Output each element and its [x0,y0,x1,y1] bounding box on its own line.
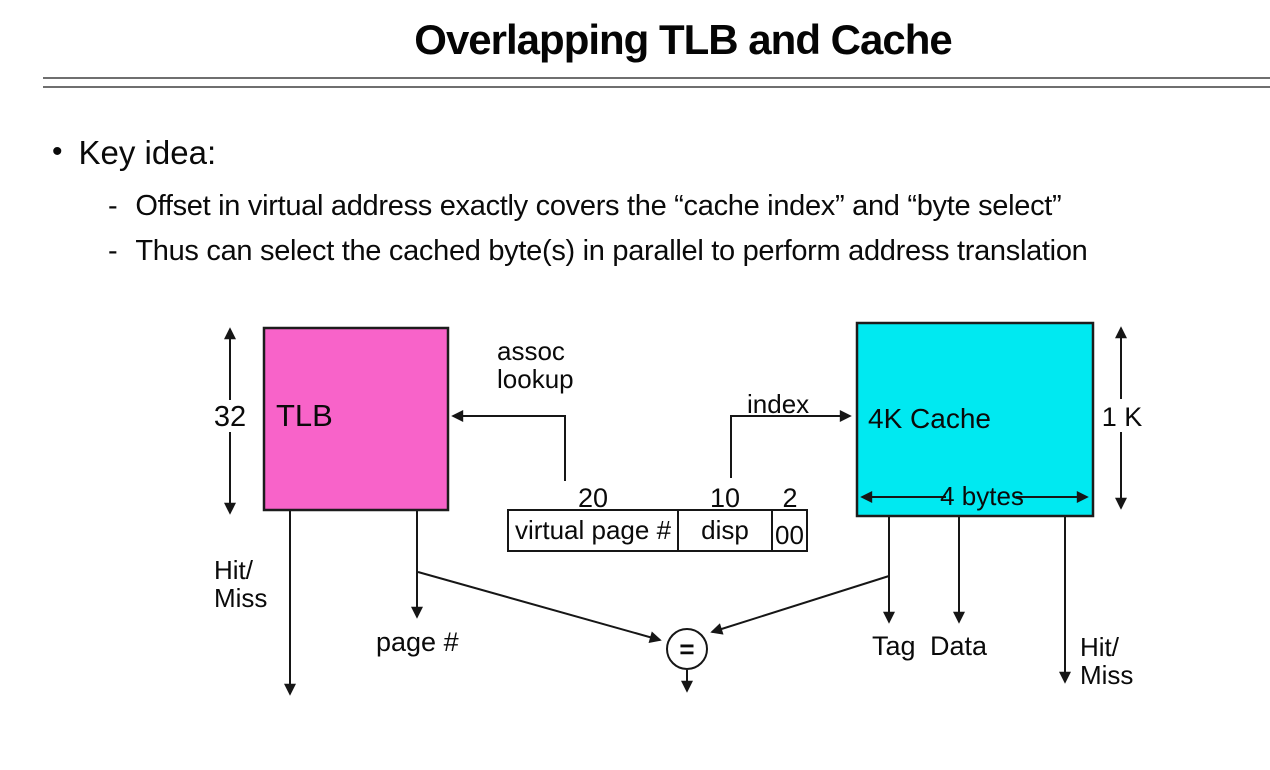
comparator-symbol: = [679,633,695,664]
cache-label: 4K Cache [868,403,991,434]
index-label: index [747,389,810,419]
disp-field: disp [701,515,749,545]
tag-label: Tag [872,631,916,661]
key-idea-text: Key idea: [78,134,217,171]
dash-icon: - [108,190,118,222]
title-rule-top [43,77,1270,79]
tag-to-comparator-arrow [710,575,890,635]
cache-width-label: 4 bytes [940,481,1024,511]
byte-bits-label: 2 [782,483,798,513]
title-rule-bottom [43,86,1270,88]
byte-select-field: 00 [775,519,804,550]
assoc-line2: lookup [497,364,574,395]
slide-title: Overlapping TLB and Cache [414,16,952,63]
tlb-hitmiss-label: Hit/Miss [214,556,267,612]
index-arrow [730,410,852,478]
dash-icon: - [108,235,118,267]
vpn-bits-label: 20 [577,483,609,513]
sub-bullet-1: - Offset in virtual address exactly cove… [108,190,1062,223]
assoc-line1: assoc [497,336,565,366]
data-label: Data [930,631,988,661]
assoc-lookup-arrow [451,410,566,481]
tlb-label: TLB [276,398,333,433]
page-num-label: page # [376,627,459,657]
bullet-dot-icon: • [52,135,63,168]
sub-bullet-2-text: Thus can select the cached byte(s) in pa… [135,235,1088,267]
tlb-hit-line2: Miss [214,583,268,614]
tlb-bits-label: 32 [213,401,247,433]
disp-bits-label: 10 [709,483,741,513]
key-idea-bullet: • Key idea: [52,134,216,172]
cache-hit-line2: Miss [1080,660,1134,691]
virtual-page-field: virtual page # [514,515,672,545]
cache-hitmiss-label: Hit/Miss [1080,633,1133,689]
cache-rows-label: 1 K [1101,402,1143,432]
cache-hit-line1: Hit/ [1080,632,1119,662]
sub-bullet-1-text: Offset in virtual address exactly covers… [135,190,1062,222]
tlb-hit-line1: Hit/ [214,555,253,585]
sub-bullet-2: - Thus can select the cached byte(s) in … [108,235,1088,268]
